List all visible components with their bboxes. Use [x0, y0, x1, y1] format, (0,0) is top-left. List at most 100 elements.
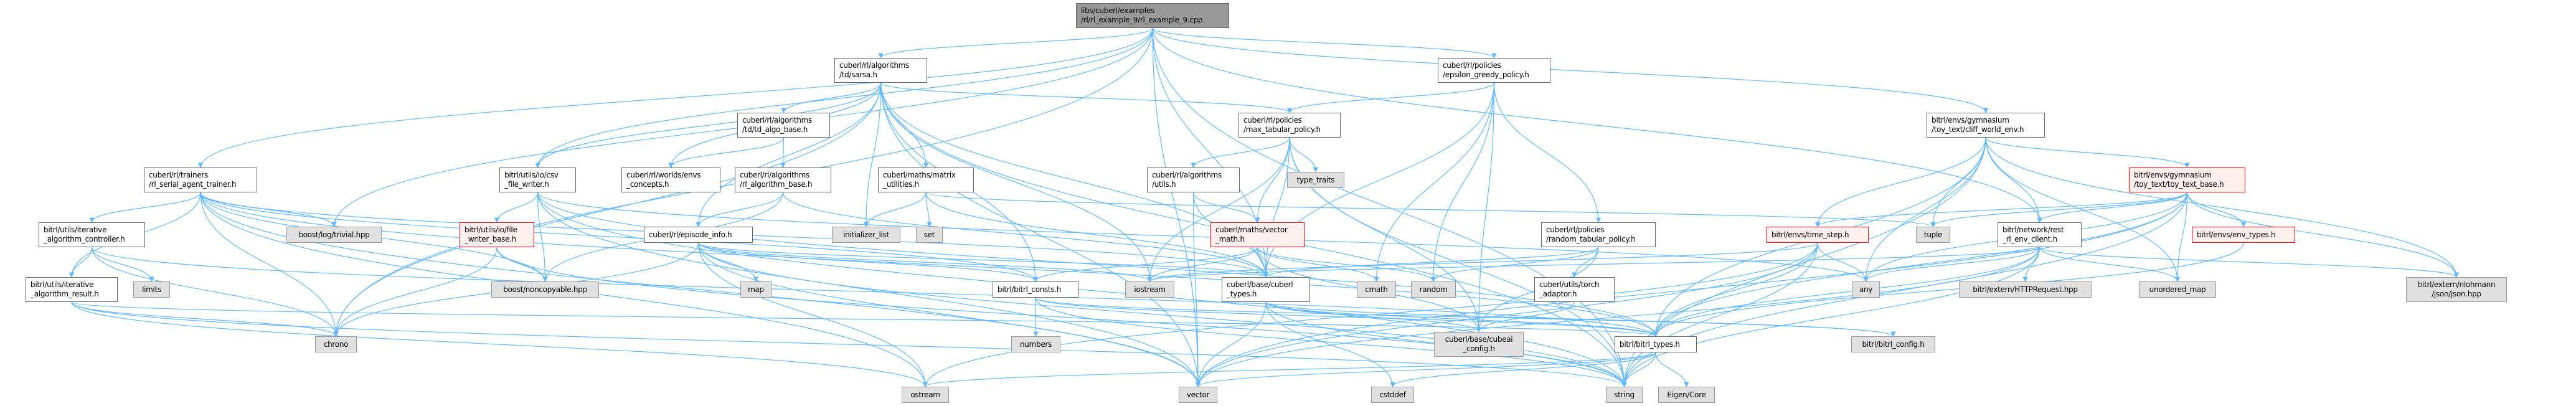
- node-label-line: type_traits: [1296, 175, 1335, 184]
- edge-eps-to-cmath: [1374, 82, 1495, 282]
- node-map: map: [740, 281, 771, 298]
- edge-root-to-string: [1152, 27, 1627, 387]
- node-matrix[interactable]: cuberl/maths/matrix_utilities.h: [878, 168, 974, 192]
- edge-episode-to-ostream: [697, 242, 928, 387]
- node-label-line: _adaptor.h: [1539, 290, 1577, 298]
- node-time-step[interactable]: bitrl/envs/time_step.h: [1767, 227, 1869, 243]
- node-label-line: cuberl/rl/episode_info.h: [649, 230, 732, 239]
- node-ostream: ostream: [902, 387, 949, 403]
- node-rl-algo-base[interactable]: cuberl/rl/algorithms/rl_algorithm_base.h: [735, 168, 831, 192]
- node-csv[interactable]: bitrl/utils/io/csv_file_writer.h: [499, 168, 576, 192]
- node-tuple: tuple: [1916, 227, 1950, 243]
- node-rest[interactable]: bitrl/network/rest_rl_env_client.h: [1998, 222, 2082, 247]
- edge-maxtab-to-type_traits: [1289, 137, 1319, 172]
- edge-toy_base-to-bitrl_types: [1653, 192, 2188, 337]
- edge-cliff-to-any: [1863, 137, 1986, 282]
- node-label-line: bitrl/envs/gymnasium: [1932, 116, 2009, 125]
- edge-time_step-to-iostream: [1147, 242, 1818, 282]
- node-consts[interactable]: bitrl/bitrl_consts.h: [993, 281, 1078, 298]
- node-boostlog: boost/log/trivial.hpp: [286, 227, 382, 243]
- node-label-line: iostream: [1134, 285, 1166, 294]
- node-trainer[interactable]: cuberl/rl/trainers/rl_serial_agent_train…: [144, 168, 257, 192]
- node-random: random: [1411, 281, 1456, 298]
- edge-trainer-to-consts: [200, 192, 1039, 282]
- edge-bitrl_types-to-ostream: [923, 352, 1656, 387]
- node-label-line: cuberl/rl/algorithms: [839, 61, 909, 70]
- edge-cliff-to-time_step: [1814, 137, 1986, 227]
- node-label-line: _algorithm_result.h: [31, 290, 99, 298]
- node-cuberl-types[interactable]: cuberl/base/cuberl_types.h: [1222, 277, 1310, 302]
- node-alg-utils[interactable]: cuberl/rl/algorithms/utils.h: [1147, 168, 1240, 192]
- node-cliff[interactable]: bitrl/envs/gymnasium/toy_text/cliff_worl…: [1927, 113, 2045, 138]
- node-label-line: any: [1859, 285, 1873, 294]
- node-label-line: _algorithm_controller.h: [44, 235, 125, 243]
- node-eps[interactable]: cuberl/rl/policies/epsilon_greedy_policy…: [1438, 58, 1550, 83]
- node-label-line: /rl_serial_agent_trainer.h: [149, 180, 237, 189]
- node-iostream: iostream: [1125, 281, 1174, 298]
- edge-result-to-string: [71, 301, 1627, 387]
- edge-alg_utils-to-vector_math: [1192, 192, 1260, 223]
- node-vector-math[interactable]: cuberl/maths/vector_math.h: [1210, 222, 1305, 247]
- node-maxtab[interactable]: cuberl/rl/policies/max_tabular_policy.h: [1238, 113, 1341, 138]
- node-result[interactable]: bitrl/utils/iterative_algorithm_result.h: [26, 277, 118, 302]
- edge-sarsa-to-td_algo: [781, 82, 882, 113]
- node-label-line: ostream: [910, 390, 940, 399]
- node-toy-base[interactable]: bitrl/envs/gymnasium/toy_text/toy_text_b…: [2129, 168, 2245, 192]
- edge-sarsa-to-chrono: [333, 82, 882, 337]
- edge-root-to-csv: [535, 27, 1153, 168]
- node-label-line: /rl_algorithm_base.h: [740, 180, 813, 189]
- node-label-line: /td/td_algo_base.h: [742, 125, 808, 134]
- edge-toy_base-to-env_types: [2186, 192, 2247, 227]
- node-label-line: cuberl/rl/policies: [1546, 225, 1605, 234]
- node-rand-tab[interactable]: cuberl/rl/policies/random_tabular_policy…: [1541, 222, 1656, 247]
- edge-rest-to-unordered: [2039, 247, 2181, 282]
- edge-sarsa-to-vector: [880, 82, 1201, 387]
- edge-eps-to-random: [1430, 82, 1495, 282]
- edge-controller-to-result: [68, 247, 93, 278]
- node-http: bitrl/extern/HTTPRequest.hpp: [1959, 281, 2092, 298]
- edge-rest-to-vector: [1195, 247, 2041, 387]
- edge-episode-to-iostream: [697, 242, 1153, 282]
- node-episode[interactable]: cuberl/rl/episode_info.h: [644, 227, 753, 243]
- edge-rest-to-any: [1863, 247, 2041, 282]
- node-label-line: limits: [142, 285, 161, 294]
- edge-eps-to-maxtab: [1286, 82, 1495, 113]
- edge-sarsa-to-episode: [696, 82, 882, 227]
- node-bitrl-types[interactable]: bitrl/bitrl_types.h: [1615, 336, 1697, 352]
- edge-trainer-to-controller: [89, 192, 201, 223]
- edge-toy_base-to-tuple: [1930, 192, 2188, 227]
- node-controller[interactable]: bitrl/utils/iterative_algorithm_controll…: [39, 222, 145, 247]
- node-label-line: _file_writer.h: [504, 180, 549, 189]
- edge-toy_base-to-vector: [1195, 192, 2188, 387]
- node-concepts[interactable]: cuberl/rl/worlds/envs_concepts.h: [621, 168, 720, 192]
- node-torch[interactable]: cuberl/utils/torch_adaptor.h: [1534, 277, 1615, 302]
- edge-toy_base-to-time_step: [1814, 192, 2188, 227]
- node-td-algo[interactable]: cuberl/rl/algorithms/td/td_algo_base.h: [737, 113, 830, 138]
- node-file-writer-base[interactable]: bitrl/utils/io/file_writer_base.h: [460, 222, 534, 247]
- node-label-line: _rl_env_client.h: [2003, 235, 2057, 243]
- edge-cuberl_types-to-cstddef: [1265, 301, 1395, 387]
- node-label-line: cuberl/rl/policies: [1443, 61, 1501, 70]
- node-label-line: _types.h: [1227, 290, 1257, 298]
- edge-rand_tab-to-random: [1430, 247, 1599, 282]
- edge-sarsa-to-iostream: [880, 82, 1153, 282]
- node-init-list: initializer_list: [832, 227, 900, 243]
- edge-td_algo-to-rl_algo_base: [780, 137, 786, 168]
- edge-root-to-vector: [1152, 27, 1201, 387]
- node-label-line: cuberl/base/cuberl: [1227, 280, 1293, 289]
- edge-episode-to-cuberl_types: [697, 242, 1268, 278]
- node-env-types[interactable]: bitrl/envs/env_types.h: [2192, 227, 2295, 243]
- node-sarsa[interactable]: cuberl/rl/algorithms/td/sarsa.h: [834, 58, 927, 83]
- node-noncopyable: boost/noncopyable.hpp: [491, 281, 599, 298]
- node-label-line: /rl/rl_example_9/rl_example_9.cpp: [1081, 16, 1203, 24]
- edge-episode-to-string: [697, 242, 1627, 387]
- edge-maxtab-to-vector_math: [1255, 137, 1290, 223]
- edge-root-to-trainer: [197, 27, 1153, 168]
- edge-rest-to-json: [2039, 247, 2459, 278]
- node-bitrl-config: bitrl/bitrl_config.h: [1851, 336, 1935, 352]
- edge-matrix-to-set: [925, 192, 932, 227]
- edge-root-to-sarsa: [878, 27, 1153, 59]
- edge-td_algo-to-concepts: [668, 137, 785, 168]
